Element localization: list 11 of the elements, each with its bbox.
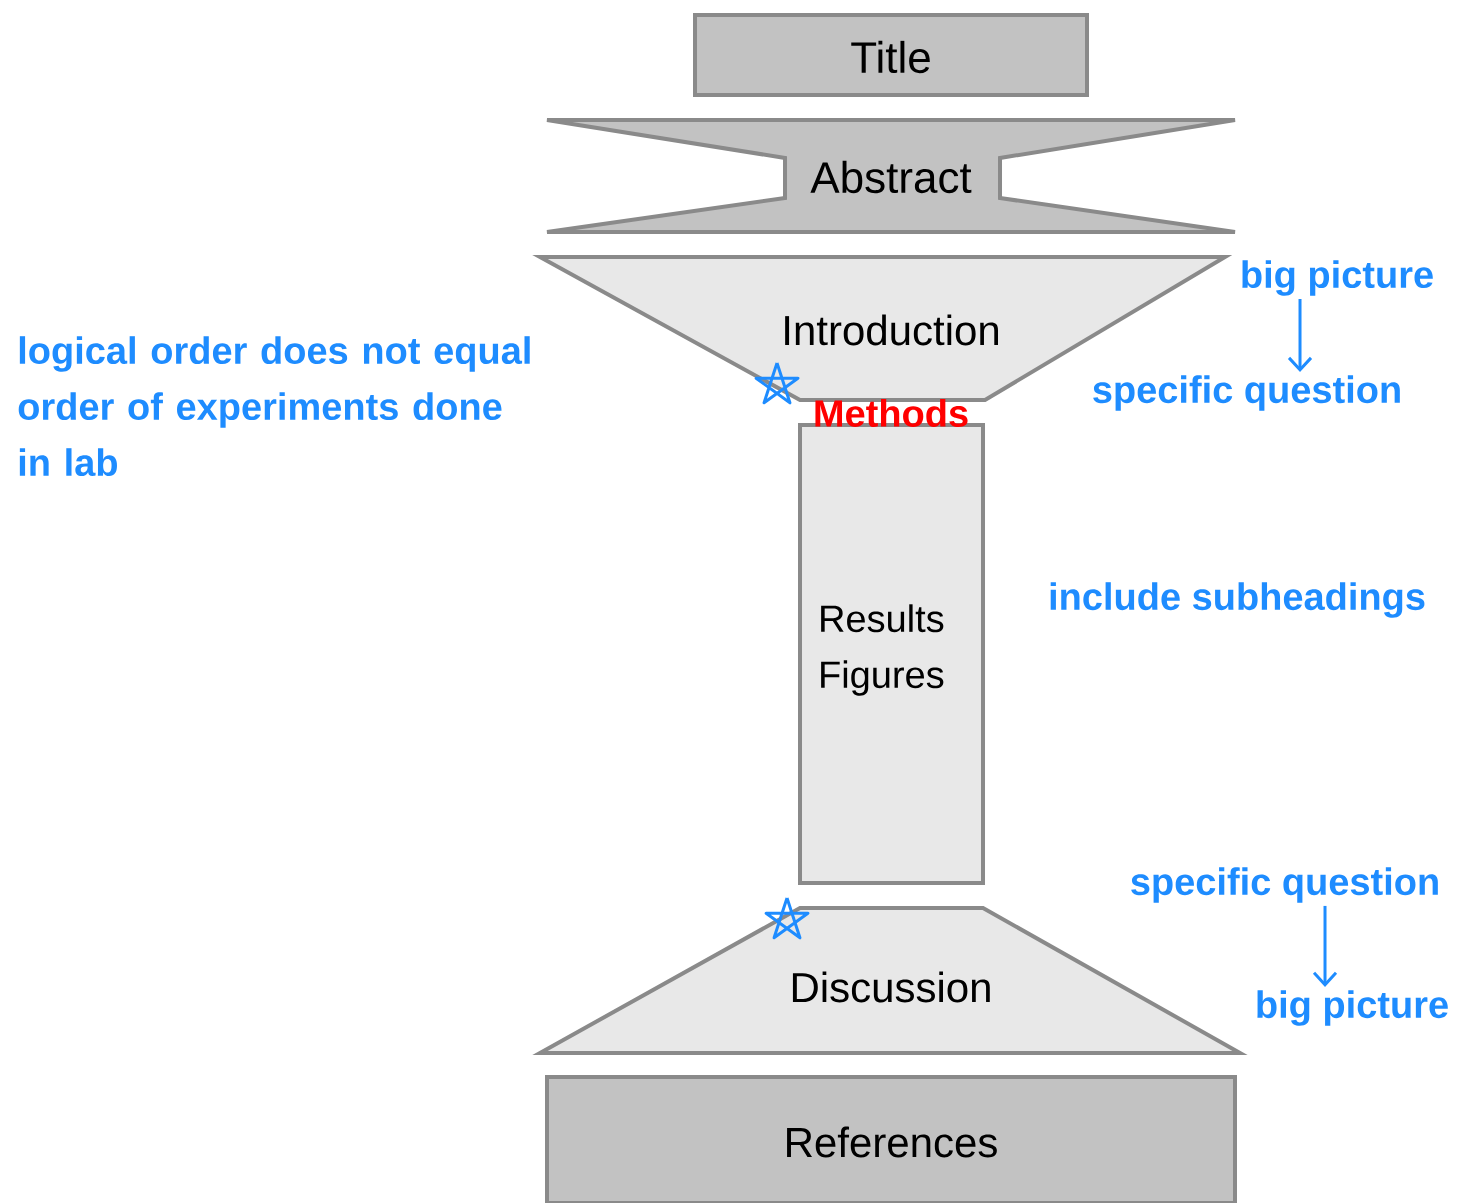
title-box: Title [693,13,1089,97]
annotation-text: specific question [1131,867,1438,903]
results-box: Methods Results Figures [798,399,985,885]
note-text: logical order does not equal order of experiments done in lab [18,336,530,477]
annotation-text: big picture [1257,990,1448,1026]
annotation-text: big picture [1242,260,1433,296]
references-box: References [545,1075,1237,1203]
node-label: Methods [815,399,968,427]
arrow [1312,905,1338,987]
arrow [1287,299,1313,373]
note-text: include subheadings [1050,582,1425,618]
